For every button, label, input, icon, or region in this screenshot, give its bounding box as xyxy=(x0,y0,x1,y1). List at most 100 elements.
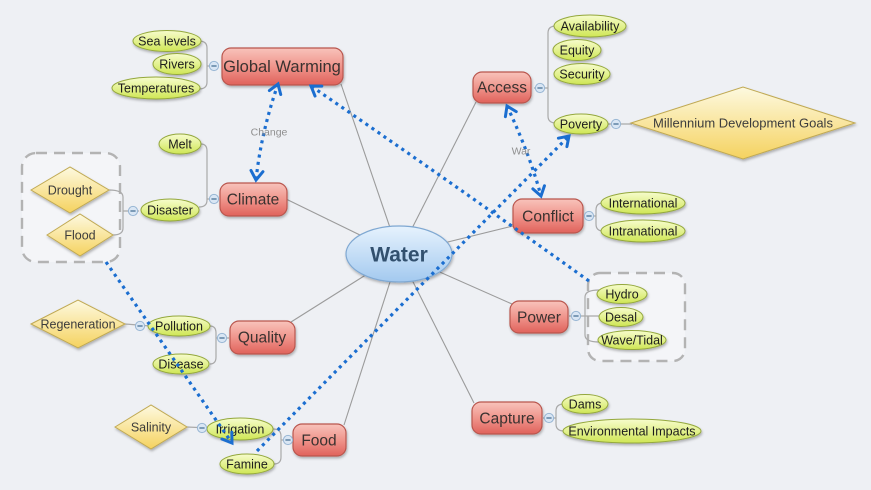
floating-topic-drought-label: Drought xyxy=(48,183,93,197)
floating-topic-flood[interactable]: Flood xyxy=(46,213,114,257)
collapse-button-irrigation[interactable] xyxy=(196,422,208,434)
subtopic-famine-shape xyxy=(219,453,275,475)
collapse-button-capture[interactable] xyxy=(543,412,555,424)
floating-topic-millennium-development-goals[interactable]: Millennium Development Goals xyxy=(629,86,857,160)
subtopic-environmental-impacts[interactable]: Environmental Impacts xyxy=(562,418,702,444)
subtopic-security-shape xyxy=(553,63,611,85)
relationship-change-label: Change xyxy=(251,127,288,139)
subtopic-melt-shape xyxy=(158,133,202,155)
collapse-button-poverty[interactable] xyxy=(610,118,622,130)
topic-access-shape xyxy=(472,71,532,104)
subtopic-poverty-shape xyxy=(553,113,609,135)
subtopic-equity[interactable]: Equity xyxy=(552,39,602,61)
topic-food-label: Food xyxy=(301,432,336,449)
subtopic-melt-label: Melt xyxy=(168,137,192,151)
floating-topic-salinity-label: Salinity xyxy=(131,420,172,434)
relationship-floodgroup-famine-arrow[interactable] xyxy=(104,261,234,446)
subtopic-melt[interactable]: Melt xyxy=(158,133,202,155)
topic-power-shape xyxy=(509,300,569,334)
subtopic-intranational[interactable]: Intranational xyxy=(600,219,686,243)
topic-capture-shape xyxy=(471,401,543,435)
subtopic-dams-label: Dams xyxy=(569,397,602,411)
topic-global-warming[interactable]: Global Warming xyxy=(221,47,344,86)
subtopic-disaster-label: Disaster xyxy=(147,203,193,217)
subtopic-sea-levels[interactable]: Sea levels xyxy=(132,30,202,52)
topic-access[interactable]: Access xyxy=(472,71,532,104)
subtopic-sea-levels-shape xyxy=(132,30,202,52)
subtopic-hydro-label: Hydro xyxy=(605,287,638,301)
subtopic-temperatures[interactable]: Temperatures xyxy=(111,76,201,100)
subtopic-equity-label: Equity xyxy=(560,43,595,57)
collapse-button-global-warming[interactable] xyxy=(208,60,220,72)
subtopic-hydro[interactable]: Hydro xyxy=(596,284,648,304)
floating-topic-mdg-label: Millennium Development Goals xyxy=(653,116,833,131)
subtopic-wave-tidal[interactable]: Wave/Tidal xyxy=(597,330,667,350)
subtopic-famine[interactable]: Famine xyxy=(219,453,275,475)
subtopic-disease[interactable]: Disease xyxy=(152,353,210,375)
collapse-button-quality[interactable] xyxy=(216,332,228,344)
floating-topic-drought[interactable]: Drought xyxy=(30,166,110,214)
subtopic-availability-label: Availability xyxy=(561,19,621,33)
subtopic-dams[interactable]: Dams xyxy=(561,394,609,414)
collapse-buttons-layer xyxy=(127,60,622,446)
topic-quality-label: Quality xyxy=(238,329,286,346)
bracket-access xyxy=(534,25,557,124)
topic-water-label: Water xyxy=(370,243,428,266)
relationships-layer: Change War xyxy=(104,81,590,453)
collapse-button-disaster[interactable] xyxy=(127,205,139,217)
floating-topic-regeneration-label: Regeneration xyxy=(40,317,115,331)
topic-climate[interactable]: Climate xyxy=(219,182,288,217)
subtopic-security-label: Security xyxy=(559,67,605,81)
subtopic-poverty-label: Poverty xyxy=(560,117,603,131)
subtopic-pollution-shape xyxy=(147,315,211,337)
floating-topic-drought-shape xyxy=(30,166,110,214)
subtopic-sea-levels-label: Sea levels xyxy=(138,34,196,48)
relationship-powergroup-globalwarming-arrow[interactable] xyxy=(308,84,590,283)
subtopic-dams-shape xyxy=(561,394,609,414)
subtopic-temperatures-shape xyxy=(111,76,201,100)
subtopic-rivers-shape xyxy=(152,53,202,75)
subtopic-environmental-impacts-shape xyxy=(562,418,702,444)
subtopic-security[interactable]: Security xyxy=(553,63,611,85)
floating-topic-regeneration[interactable]: Regeneration xyxy=(29,299,127,349)
topic-quality-shape xyxy=(229,320,296,355)
subtopic-intranational-label: Intranational xyxy=(609,224,678,238)
collapse-button-access[interactable] xyxy=(534,82,546,94)
subtopic-desal[interactable]: Desal xyxy=(598,307,644,327)
collapse-button-food[interactable] xyxy=(282,434,294,446)
relationship-famine-poverty-arrow[interactable] xyxy=(255,134,571,453)
subtopic-pollution-label: Pollution xyxy=(155,319,203,333)
topic-conflict[interactable]: Conflict xyxy=(512,198,584,234)
topic-power[interactable]: Power xyxy=(509,300,569,334)
subtopic-poverty[interactable]: Poverty xyxy=(553,113,609,135)
collapse-button-conflict[interactable] xyxy=(583,210,595,222)
topic-capture[interactable]: Capture xyxy=(471,401,543,435)
subtopic-international-shape xyxy=(600,191,686,215)
subtopic-international[interactable]: International xyxy=(600,191,686,215)
topic-quality[interactable]: Quality xyxy=(229,320,296,355)
subtopic-disaster-shape xyxy=(140,198,200,222)
topic-conflict-shape xyxy=(512,198,584,234)
subtopic-famine-label: Famine xyxy=(226,457,268,471)
collapse-button-climate[interactable] xyxy=(208,193,220,205)
subtopic-rivers[interactable]: Rivers xyxy=(152,53,202,75)
subtopic-international-label: International xyxy=(609,196,678,210)
subtopic-desal-label: Desal xyxy=(605,310,637,324)
subtopic-availability[interactable]: Availability xyxy=(553,14,627,38)
relationship-change-arrow[interactable] xyxy=(249,81,283,183)
collapse-button-pollution[interactable] xyxy=(134,320,146,332)
subtopic-wave-tidal-label: Wave/Tidal xyxy=(601,333,663,347)
topic-global-warming-shape xyxy=(221,47,344,86)
subtopic-disaster[interactable]: Disaster xyxy=(140,198,200,222)
subtopic-intranational-shape xyxy=(600,219,686,243)
subtopic-irrigation[interactable]: Irrigation xyxy=(206,417,274,441)
nodes-layer: Global Warming Climate Quality Food Acce… xyxy=(29,14,857,475)
topic-water[interactable]: Water xyxy=(345,225,453,283)
topic-food[interactable]: Food xyxy=(292,423,347,457)
collapse-button-power[interactable] xyxy=(570,310,582,322)
subtopic-pollution[interactable]: Pollution xyxy=(147,315,211,337)
floating-topic-salinity[interactable]: Salinity xyxy=(114,404,188,450)
topic-climate-label: Climate xyxy=(227,191,280,208)
subtopic-hydro-shape xyxy=(596,284,648,304)
